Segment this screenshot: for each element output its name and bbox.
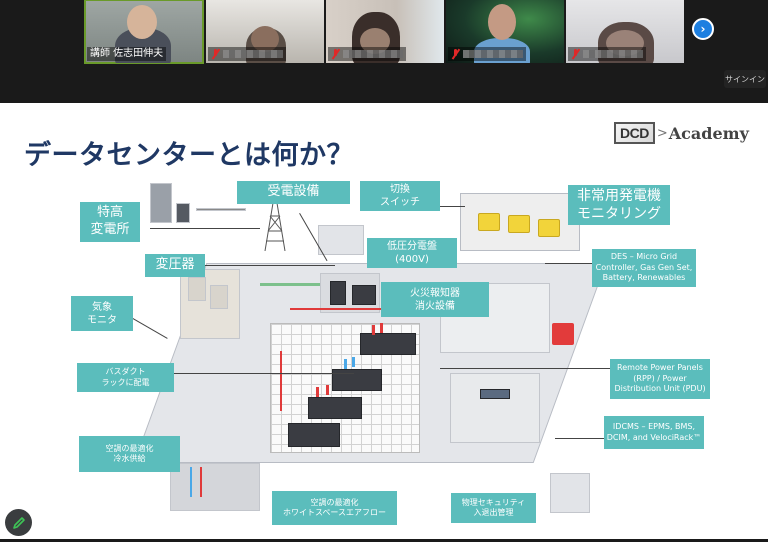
leader-line (150, 228, 260, 229)
participant-name-tag (328, 47, 406, 61)
leader-line (555, 438, 610, 439)
next-participants-button[interactable]: › (692, 18, 714, 40)
generator-3 (538, 219, 560, 237)
server-rack-row (360, 333, 416, 355)
participant-tile-4[interactable] (446, 0, 564, 63)
signin-button[interactable]: サインイン (724, 70, 766, 88)
leader-line (440, 368, 610, 369)
signin-label: サインイン (725, 74, 765, 84)
control-room (550, 473, 590, 513)
participant-name-tag (208, 47, 286, 61)
cold-air-arrow (352, 357, 355, 367)
muted-mic-icon (451, 49, 460, 59)
label-rpp-pdu: Remote Power Panels (RPP) / Power Distri… (610, 359, 710, 399)
switchgear (352, 285, 376, 305)
logo-name: Academy (668, 123, 749, 143)
label-idcms: IDCMS – EPMS, BMS, DCIM, and VelociRack™ (604, 416, 704, 449)
participant-name-blurred (223, 50, 283, 58)
muted-mic-icon (211, 49, 220, 59)
hot-air-arrow (372, 325, 375, 335)
server-rack-row (288, 423, 340, 447)
video-gallery: 講師 佐志田伸夫 (0, 0, 768, 100)
muted-mic-icon (571, 49, 580, 59)
slide-title: データセンターとは何か？ (24, 140, 354, 171)
switchgear (330, 281, 346, 305)
label-fire-detection: 火災報知器 消火設備 (381, 282, 489, 317)
participant-name: 講師 佐志田伸夫 (90, 48, 164, 59)
cold-water-pipe (190, 467, 192, 497)
leader-line (174, 373, 354, 374)
participant-tile-1[interactable]: 講師 佐志田伸夫 (84, 0, 204, 64)
bottom-bar (0, 539, 768, 542)
fire-pipe (280, 351, 282, 411)
label-physical-security: 物理セキュリティ 入退出管理 (451, 493, 536, 523)
leader-line (205, 265, 335, 266)
participant-tile-5[interactable] (566, 0, 684, 63)
participant-face (251, 26, 279, 52)
participant-name-blurred (463, 50, 523, 58)
hot-air-arrow (316, 387, 319, 397)
hot-air-arrow (380, 323, 383, 333)
label-weather-monitor: 気象 モニタ (71, 296, 133, 331)
label-whitespace-airflow: 空調の最適化 ホワイトスペースエアフロー (272, 491, 397, 525)
chilled-water-plant (170, 463, 260, 511)
fire-pump-system (552, 323, 574, 345)
annotate-button[interactable] (5, 509, 32, 536)
participant-face (127, 5, 157, 39)
pencil-icon (12, 516, 25, 529)
logo-mark: DCD (614, 122, 655, 144)
label-transformer: 変圧器 (145, 254, 205, 277)
logo-separator: > (656, 125, 668, 141)
participant-name-blurred (343, 50, 403, 58)
chiller-unit (188, 277, 206, 301)
generator-2 (508, 215, 530, 233)
muted-mic-icon (331, 49, 340, 59)
receiving-equipment (318, 225, 364, 255)
hot-air-arrow (326, 385, 329, 395)
label-busduct: バスダクト ラックに配電 (77, 363, 174, 392)
server-rack-row (332, 369, 382, 391)
datacenter-illustration (133, 173, 610, 513)
generator-1 (478, 213, 500, 231)
participant-tile-3[interactable] (326, 0, 444, 63)
server-rack-row (308, 397, 362, 419)
participant-tile-2[interactable] (206, 0, 324, 63)
participant-name-tag: 講師 佐志田伸夫 (87, 47, 167, 61)
participant-name-tag (568, 47, 646, 61)
label-des: DES – Micro Grid Controller, Gas Gen Set… (592, 249, 696, 287)
noc-room (450, 373, 540, 443)
leader-line (545, 263, 595, 264)
label-transfer-switch: 切換 スイッチ (360, 181, 440, 211)
leader-line (420, 206, 465, 207)
dcd-academy-logo: DCD > Academy (614, 122, 749, 144)
participant-name-tag (448, 47, 526, 61)
fire-pipe (290, 308, 430, 310)
participant-face (488, 4, 516, 40)
label-chilled-water: 空調の最適化 冷水供給 (79, 436, 180, 472)
substation-transformer (176, 203, 190, 223)
substation-bus (196, 208, 246, 211)
chiller-unit (210, 285, 228, 309)
hot-water-pipe (200, 467, 202, 497)
label-generator-monitoring: 非常用発電機 モニタリング (568, 185, 670, 225)
substation-frame (150, 183, 172, 223)
cold-air-arrow (344, 359, 347, 369)
shared-slide: データセンターとは何か？ DCD > Academy (0, 103, 768, 539)
participant-face (360, 28, 390, 54)
participant-name-blurred (583, 50, 643, 58)
noc-screens (480, 389, 510, 399)
label-tokko-substation: 特高 変電所 (80, 202, 140, 242)
label-low-voltage-panel: 低圧分電盤 (400V) (367, 238, 457, 268)
busduct (260, 283, 320, 286)
chevron-right-icon: › (700, 22, 706, 36)
label-receiving-equipment: 受電設備 (237, 181, 350, 204)
